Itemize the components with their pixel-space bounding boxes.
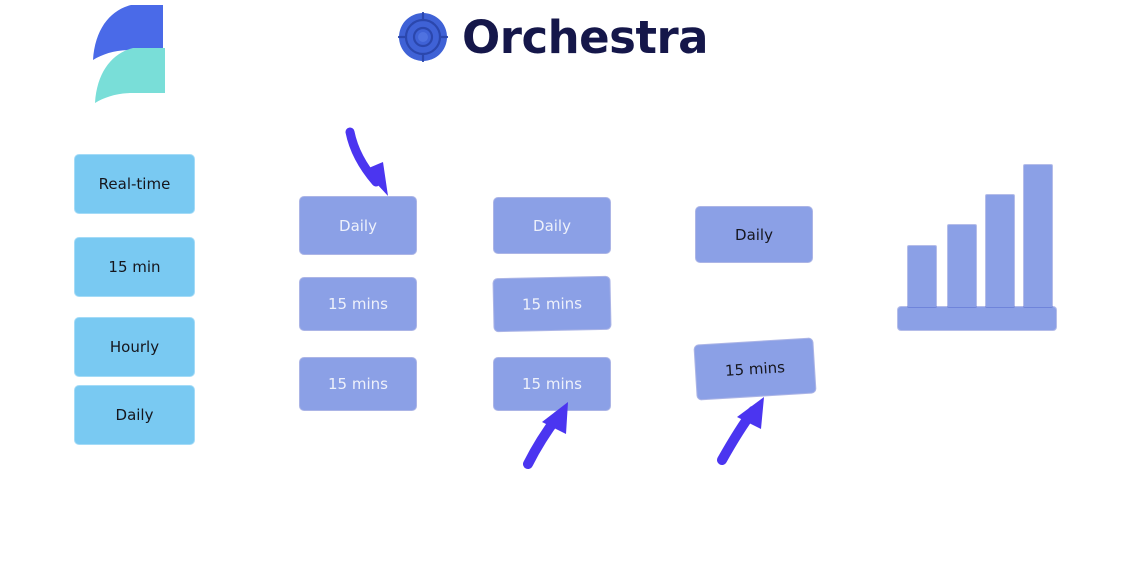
chart-bar-4 xyxy=(1024,165,1052,307)
node-sources-0[interactable]: Real-time xyxy=(75,155,194,213)
node-stage-3-1[interactable]: 15 mins xyxy=(694,338,816,400)
growth-bar-chart xyxy=(898,165,1056,330)
chart-bar-2 xyxy=(948,225,976,307)
node-stage-2-0[interactable]: Daily xyxy=(494,198,610,253)
node-sources-2[interactable]: Hourly xyxy=(75,318,194,376)
node-sources-1[interactable]: 15 min xyxy=(75,238,194,296)
brand-name-text: Orchestra xyxy=(462,10,709,64)
node-sources-3[interactable]: Daily xyxy=(75,386,194,444)
chart-base xyxy=(898,307,1056,330)
node-stage-2-1[interactable]: 15 mins xyxy=(493,276,611,332)
orchestra-wordmark: Orchestra xyxy=(398,10,709,64)
node-stage-3-0[interactable]: Daily xyxy=(696,207,812,262)
arrow-up-into-stage-3 xyxy=(708,394,772,470)
node-stage-1-0[interactable]: Daily xyxy=(300,197,416,254)
orchestra-circle-logo-icon xyxy=(398,12,448,62)
node-stage-2-2[interactable]: 15 mins xyxy=(494,358,610,410)
node-stage-1-1[interactable]: 15 mins xyxy=(300,278,416,330)
arrow-up-into-stage-2 xyxy=(512,400,576,474)
arrow-down-into-stage-1 xyxy=(340,126,402,208)
orchestra-ribbon-mark xyxy=(85,2,177,106)
chart-bar-3 xyxy=(986,195,1014,307)
chart-bar-1 xyxy=(908,246,936,307)
node-stage-1-2[interactable]: 15 mins xyxy=(300,358,416,410)
